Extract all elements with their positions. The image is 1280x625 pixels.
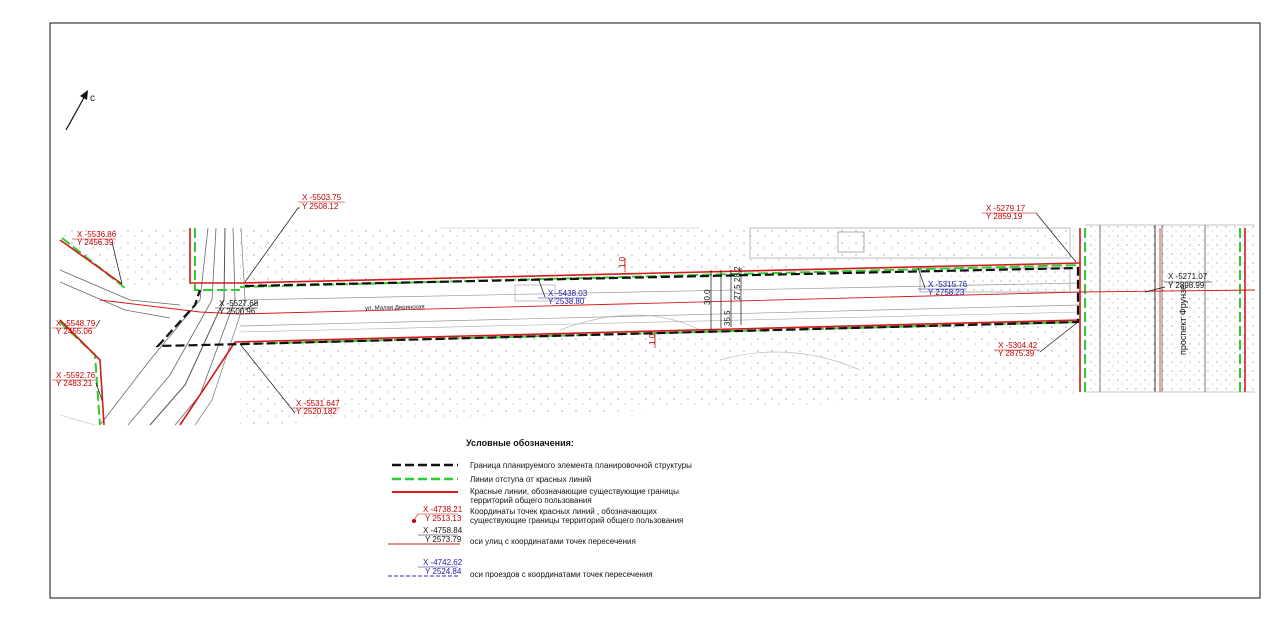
street-label: ул. Малая Деринская bbox=[365, 304, 425, 312]
width-label: 1.0 bbox=[618, 256, 627, 268]
red-line bbox=[234, 319, 1081, 343]
legend-coord-x: X -4738.21 bbox=[423, 505, 463, 514]
legend-label: территорий общего пользования bbox=[470, 496, 592, 505]
coord-x: X -5527.68 bbox=[219, 299, 259, 308]
coord-x: X -5592.76 bbox=[56, 371, 96, 380]
north-label: с bbox=[90, 93, 95, 104]
legend-label: Красные линии, обозначающие существующие… bbox=[470, 487, 679, 496]
street-axes bbox=[99, 228, 1256, 392]
coord-y: Y 2456.39 bbox=[77, 238, 114, 247]
coord-x: X -5531.647 bbox=[296, 399, 340, 408]
coord-callout: X -5279.17 Y 2859.19 bbox=[982, 204, 1036, 221]
coord-callout: X -5592.76 Y 2483.21 bbox=[52, 371, 96, 388]
coord-x: X -5315.76 bbox=[928, 280, 968, 289]
avenue-lines bbox=[1085, 224, 1255, 393]
width-label: 27.5 bbox=[733, 284, 742, 300]
coord-y: Y 2898.99 bbox=[1168, 281, 1205, 290]
legend-label: оси улиц с координатами точек пересечени… bbox=[470, 537, 636, 546]
coord-callout: X -5315.76 Y 2758.23 bbox=[918, 280, 968, 297]
legend-item-red-line: Красные линии, обозначающие существующие… bbox=[392, 487, 679, 505]
street-axis-red bbox=[99, 289, 1256, 315]
red-line bbox=[179, 341, 236, 426]
coord-x: X -5438.03 bbox=[548, 289, 588, 298]
setback-line bbox=[194, 228, 240, 291]
width-label: 30.0 bbox=[703, 289, 712, 305]
legend-coord-y: Y 2513.13 bbox=[425, 514, 462, 523]
north-arrow: с bbox=[65, 90, 95, 131]
avenue-label: проспект Фрунзе bbox=[1178, 285, 1188, 355]
survey-background bbox=[59, 225, 1255, 426]
legend-item-drive-axis: X -4742.62 Y 2524.84 оси проездов с коор… bbox=[388, 558, 653, 579]
legend-item-boundary: Граница планируемого элемента планировоч… bbox=[392, 461, 692, 470]
legend-label: Координаты точек красных линий , обознач… bbox=[470, 507, 657, 516]
width-marks bbox=[624, 258, 742, 348]
diagonal-road bbox=[59, 227, 246, 426]
coord-callout: X -5438.03 Y 2538.80 bbox=[538, 289, 588, 306]
legend-item-red-coords: X -4738.21 Y 2513.13 Координаты точек кр… bbox=[412, 505, 683, 525]
coord-callout: X -5531.647 Y 2520.182 bbox=[292, 399, 340, 416]
legend-item-street-axis: X -4758.84 Y 2573.79 оси улиц с координа… bbox=[388, 526, 636, 546]
coord-callout: X -5503.75 Y 2508.12 bbox=[298, 193, 345, 211]
coord-y: Y 2500.96 bbox=[219, 307, 256, 316]
coord-x: X -5304.42 bbox=[998, 341, 1038, 350]
legend-coord-x: X -4742.62 bbox=[423, 558, 463, 567]
width-label: 1.0 bbox=[648, 333, 657, 345]
coord-y: Y 2508.12 bbox=[302, 202, 339, 211]
coordinate-callouts: X -5503.75 Y 2508.12 X -5536.86 Y 2456.3… bbox=[52, 193, 1212, 416]
coord-callout: X -5527.68 Y 2500.96 bbox=[215, 299, 259, 316]
coord-y: Y 2538.80 bbox=[548, 297, 585, 306]
legend-label: Граница планируемого элемента планировоч… bbox=[470, 461, 692, 470]
planning-boundary bbox=[155, 266, 1080, 348]
coord-y: Y 2859.19 bbox=[986, 212, 1023, 221]
red-line bbox=[59, 239, 123, 285]
sheet-frame bbox=[49, 22, 1261, 599]
width-label: 35.5 bbox=[723, 310, 732, 326]
red-line bbox=[59, 319, 105, 426]
coord-x: X -5271.07 bbox=[1168, 272, 1208, 281]
coordinate-leaders bbox=[95, 207, 1166, 414]
legend-label: Линии отступа от красных линий bbox=[470, 475, 591, 484]
legend-item-setback: Линии отступа от красных линий bbox=[392, 475, 591, 484]
red-line bbox=[241, 262, 1081, 284]
coord-callout: X -5536.86 Y 2456.39 bbox=[72, 230, 117, 247]
coord-callout: X -5548.79 Y 2455.06 bbox=[52, 319, 96, 336]
coord-x: X -5503.75 bbox=[302, 193, 342, 202]
coord-y: Y 2455.06 bbox=[56, 327, 93, 336]
coord-y: Y 2483.21 bbox=[56, 379, 93, 388]
red-lines bbox=[59, 228, 1246, 426]
coord-y: Y 2758.23 bbox=[928, 288, 965, 297]
coord-callout: X -5304.42 Y 2875.39 bbox=[994, 341, 1040, 358]
legend-title: Условные обозначения: bbox=[466, 438, 574, 448]
boundary-line bbox=[155, 266, 1080, 348]
legend: Условные обозначения: Граница планируемо… bbox=[388, 438, 692, 579]
coord-y: Y 2875.39 bbox=[998, 349, 1035, 358]
legend-coord-y: Y 2573.79 bbox=[425, 535, 462, 544]
coord-callout: X -5271.07 Y 2898.99 bbox=[1164, 272, 1212, 290]
width-mark-labels: 1.0 1.0 30.0 35.5 27.5 28.2 bbox=[618, 256, 742, 345]
legend-label: существующие границы территорий общего п… bbox=[470, 516, 683, 525]
coord-x: X -5279.17 bbox=[986, 204, 1026, 213]
main-street-lines bbox=[239, 282, 1081, 333]
coord-y: Y 2520.182 bbox=[296, 407, 337, 416]
coord-x: X -5548.79 bbox=[56, 319, 96, 328]
coord-x: X -5536.86 bbox=[77, 230, 117, 239]
legend-label: оси проездов с координатами точек пересе… bbox=[470, 570, 653, 579]
legend-coord-x: X -4758.84 bbox=[423, 526, 463, 535]
width-label: 28.2 bbox=[733, 266, 742, 282]
red-line bbox=[189, 228, 242, 284]
legend-coord-y: Y 2524.84 bbox=[425, 567, 462, 576]
